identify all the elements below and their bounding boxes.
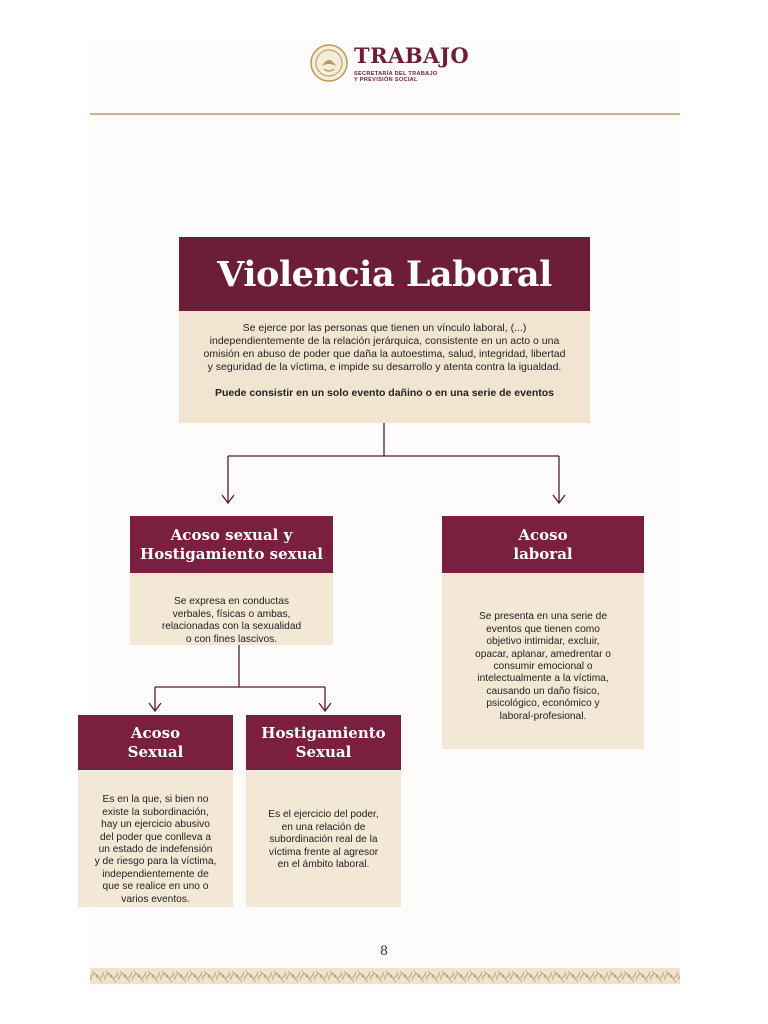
acoso-sexual-title: Acoso Sexual (127, 723, 184, 761)
acoso-sexual-description-box: Es en la que, si bien no existe la subor… (78, 770, 233, 907)
main-title-box: Violencia Laboral (179, 237, 590, 311)
acoso-laboral-description-box: Se presenta en una serie de eventos que … (442, 573, 644, 749)
header-divider (90, 113, 680, 115)
acoso-hostigamiento-description: Se expresa en conductas verbales, física… (161, 596, 302, 645)
arrow-down-icon (221, 494, 235, 505)
hostigamiento-sexual-title: Hostigamiento Sexual (261, 723, 386, 761)
hostigamiento-sexual-title-box: Hostigamiento Sexual (246, 715, 401, 770)
main-note: Puede consistir en un solo evento dañino… (215, 387, 554, 399)
page-number: 8 (379, 944, 389, 959)
acoso-laboral-title: Acoso laboral (513, 525, 573, 563)
acoso-hostigamiento-title-box: Acoso sexual y Hostigamiento sexual (130, 516, 333, 573)
national-seal-icon (310, 44, 348, 82)
acoso-hostigamiento-title: Acoso sexual y Hostigamiento sexual (140, 525, 323, 563)
arrow-down-icon (318, 702, 332, 713)
brand-subtitle: Y PREVISIÓN SOCIAL (354, 77, 418, 83)
hostigamiento-sexual-description: Es el ejercicio del poder, en una relaci… (268, 809, 379, 871)
acoso-sexual-title-box: Acoso Sexual (78, 715, 233, 770)
acoso-laboral-title-box: Acoso laboral (442, 516, 644, 573)
main-description-box: Se ejerce por las personas que tienen un… (179, 311, 590, 423)
brand-name: TRABAJO (354, 43, 470, 68)
brand-subtitle: SECRETARÍA DEL TRABAJO (354, 71, 438, 77)
arrow-down-icon (552, 494, 566, 505)
acoso-laboral-description: Se presenta en una serie de eventos que … (475, 611, 611, 722)
acoso-hostigamiento-description-box: Se expresa en conductas verbales, física… (130, 573, 333, 645)
main-title: Violencia Laboral (217, 253, 552, 295)
arrow-down-icon (148, 702, 162, 713)
acoso-sexual-description: Es en la que, si bien no existe la subor… (94, 794, 217, 905)
main-description: Se ejerce por las personas que tienen un… (203, 322, 566, 373)
hostigamiento-sexual-description-box: Es el ejercicio del poder, en una relaci… (246, 770, 401, 907)
decorative-footer-band (90, 968, 680, 984)
header-logo: TRABAJO SECRETARÍA DEL TRABAJO Y PREVISI… (310, 44, 480, 88)
